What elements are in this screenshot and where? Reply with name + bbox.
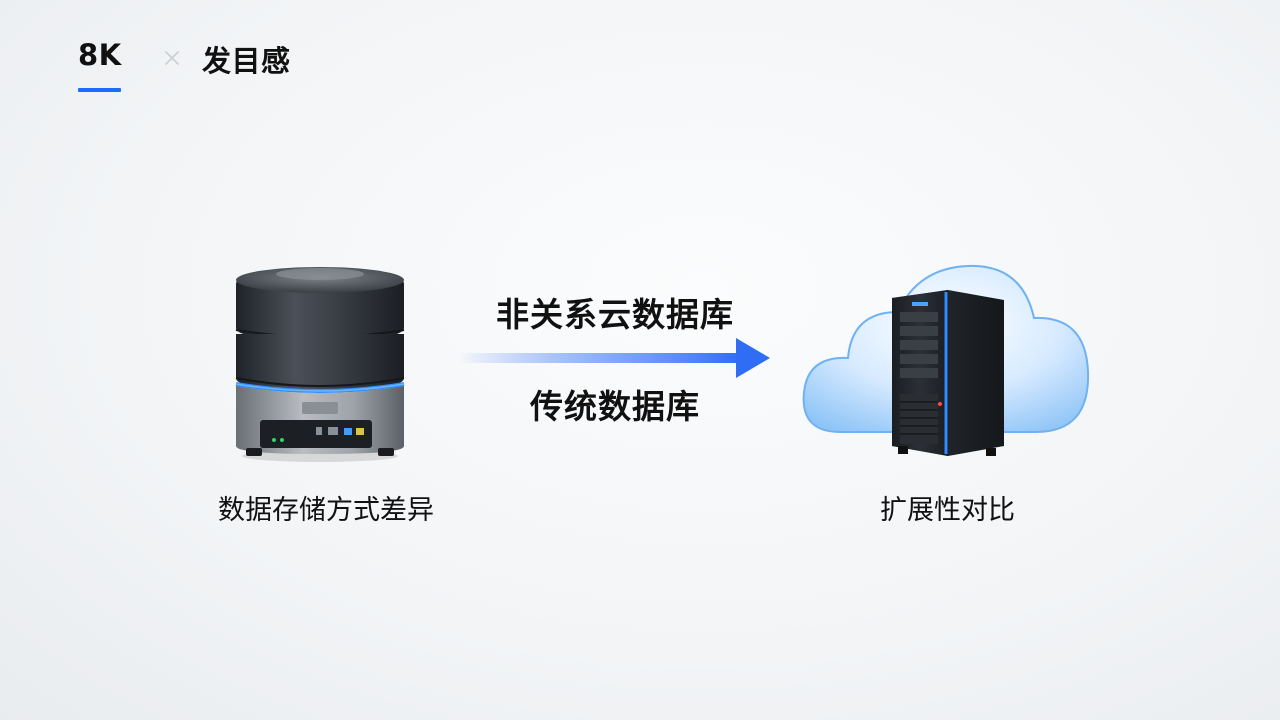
database-cylinder-icon: [235, 267, 405, 462]
scalability-compare-label: 扩展性对比: [880, 495, 1015, 526]
traditional-db-label: 传统数据库: [530, 387, 700, 426]
arrow-right-icon: [458, 338, 770, 378]
active-tab-indicator: [78, 88, 121, 92]
storage-difference-label: 数据存储方式差异: [218, 495, 434, 526]
nosql-cloud-db-label: 非关系云数据库: [496, 295, 734, 334]
tab-second[interactable]: 发目感: [202, 44, 291, 78]
cloud-server-icon: [802, 264, 1090, 456]
tab-8k[interactable]: 8K: [78, 38, 122, 72]
close-icon: [165, 51, 179, 65]
